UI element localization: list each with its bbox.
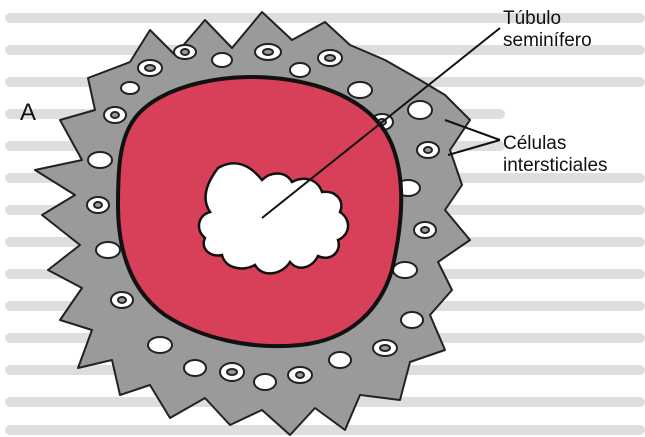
panel-label: A	[20, 102, 36, 124]
label-seminiferous-tubule: Túbulo seminífero	[503, 8, 592, 52]
label-interstitial-cells: Células intersticiales	[503, 133, 608, 177]
